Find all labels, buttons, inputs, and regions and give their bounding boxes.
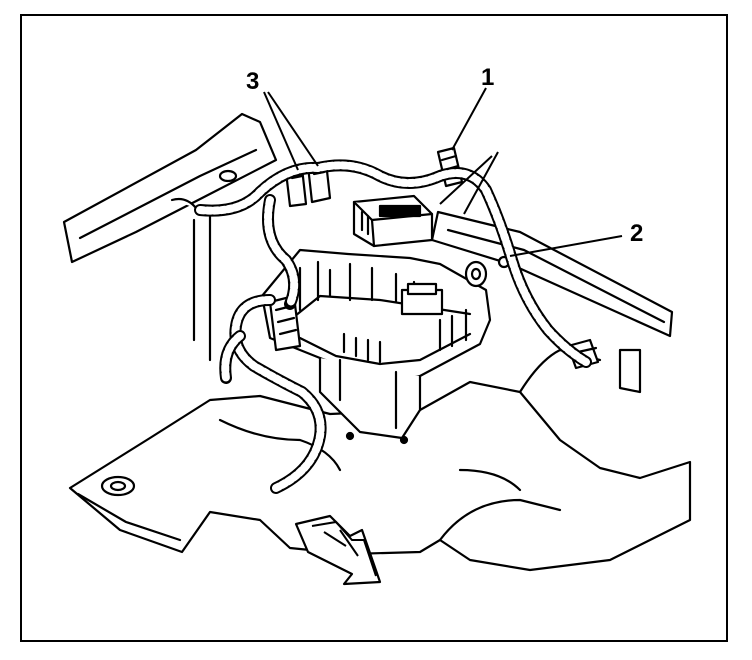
fuse-block-module <box>352 194 434 248</box>
callout-3: 3 <box>246 68 260 95</box>
callout-2: 2 <box>630 220 644 247</box>
front-direction-arrow <box>294 514 382 586</box>
ground-nut <box>464 255 511 288</box>
left-frame-rail <box>62 112 278 362</box>
floor-pan <box>68 348 692 572</box>
wiring-harness <box>194 159 592 494</box>
leader-lines <box>263 87 623 257</box>
callout-1: 1 <box>481 64 495 91</box>
fuse-block-tray <box>260 248 492 445</box>
